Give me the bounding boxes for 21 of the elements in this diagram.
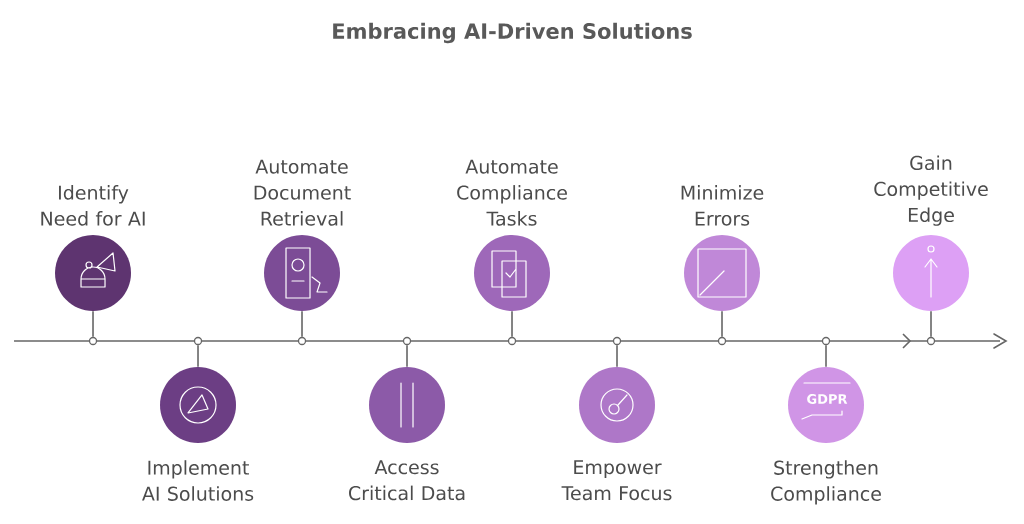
step-label: Identify Need for AI (41, 185, 145, 226)
step-label: Implement AI Solutions (142, 460, 254, 501)
step-label: Gain Competitive Edge (874, 155, 988, 226)
stem (406, 344, 408, 368)
stem (616, 344, 618, 368)
stem (930, 310, 932, 338)
stem (511, 310, 513, 338)
stem (721, 310, 723, 338)
step-label: Minimize Errors (681, 185, 764, 226)
step-label: Empower Team Focus (561, 460, 672, 501)
step-label: Automate Compliance Tasks (457, 159, 567, 226)
step-label: Automate Document Retrieval (254, 159, 351, 226)
timeline-axis (14, 333, 1008, 349)
stem (197, 344, 199, 368)
step-label: Strengthen Compliance (771, 460, 881, 505)
stem (92, 310, 94, 338)
stem (825, 344, 827, 368)
stem (301, 310, 303, 338)
step-label: Access Critical Data (349, 460, 465, 501)
title: Embracing AI-Driven Solutions (333, 22, 692, 44)
gdpr-label: GDPR (807, 394, 848, 404)
